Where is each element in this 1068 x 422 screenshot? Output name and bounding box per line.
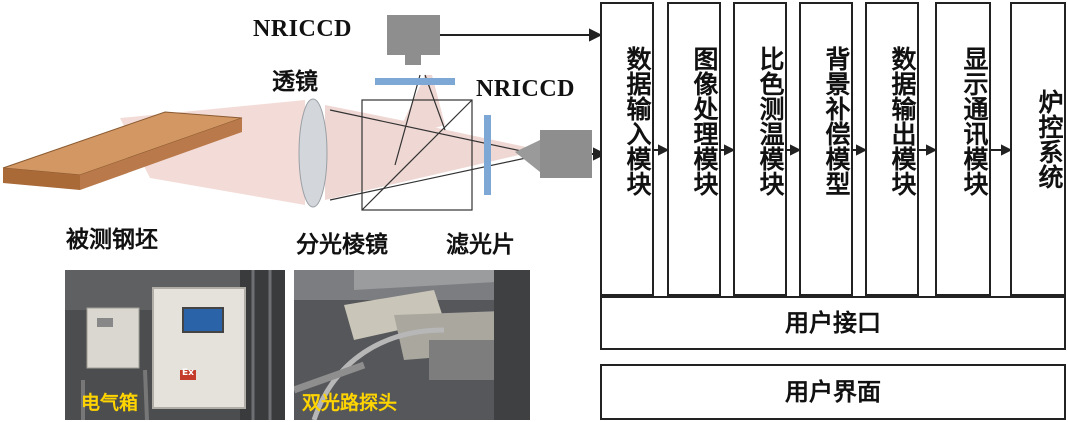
lens-label: 透镜 xyxy=(272,69,318,95)
billet-label: 被测钢坯 xyxy=(66,227,158,253)
camera-top xyxy=(387,15,440,55)
camera-right xyxy=(540,130,592,178)
steel-billet xyxy=(2,111,243,190)
module-label: 比色测温模块 xyxy=(756,46,785,196)
module-label: 数据输入模块 xyxy=(623,46,652,196)
electrical-cabinet-image xyxy=(65,270,285,420)
module-label: 图像处理模块 xyxy=(690,46,719,196)
module-label: 炉控系统 xyxy=(1035,89,1064,189)
filter-right xyxy=(484,115,491,195)
module-data-input: 数据输入模块 xyxy=(600,2,654,296)
module-label: 数据输出模块 xyxy=(888,46,917,196)
signal-arrows xyxy=(440,28,607,161)
beam-splitter-prism xyxy=(329,74,541,211)
module-label: 显示通讯模块 xyxy=(960,46,989,196)
cabinet-caption: 电气箱 xyxy=(81,392,139,414)
user-interface-bar: 用户接口 xyxy=(600,296,1066,350)
light-beam-converging xyxy=(325,105,540,200)
module-display-communication: 显示通讯模块 xyxy=(935,2,991,296)
dual-path-probe-photo: 双光路探头 xyxy=(294,270,530,420)
filter-top xyxy=(375,78,455,85)
filter-label: 滤光片 xyxy=(446,232,515,258)
camera-right-mount xyxy=(515,140,540,172)
module-colorimetric-temperature: 比色测温模块 xyxy=(733,2,787,296)
module-furnace-control: 炉控系统 xyxy=(1010,2,1066,296)
camera-top-label: NRICCD xyxy=(253,16,352,42)
module-image-processing: 图像处理模块 xyxy=(667,2,721,296)
camera-top-mount xyxy=(405,55,421,65)
light-beam-up xyxy=(395,75,445,140)
probe-caption: 双光路探头 xyxy=(302,392,398,414)
cabinet-ex-mark: Ex xyxy=(182,368,194,378)
camera-right-label: NRICCD xyxy=(476,76,575,102)
dual-path-probe-image xyxy=(294,270,530,420)
user-screen-bar: 用户界面 xyxy=(600,364,1066,420)
electrical-cabinet-photo: Ex 电气箱 xyxy=(65,270,285,420)
module-data-output: 数据输出模块 xyxy=(865,2,919,296)
lens xyxy=(298,98,328,208)
module-arrows xyxy=(653,144,1013,156)
module-label: 背景补偿模型 xyxy=(822,46,851,196)
prism-label: 分光棱镜 xyxy=(296,232,388,258)
module-background-compensation: 背景补偿模型 xyxy=(799,2,853,296)
